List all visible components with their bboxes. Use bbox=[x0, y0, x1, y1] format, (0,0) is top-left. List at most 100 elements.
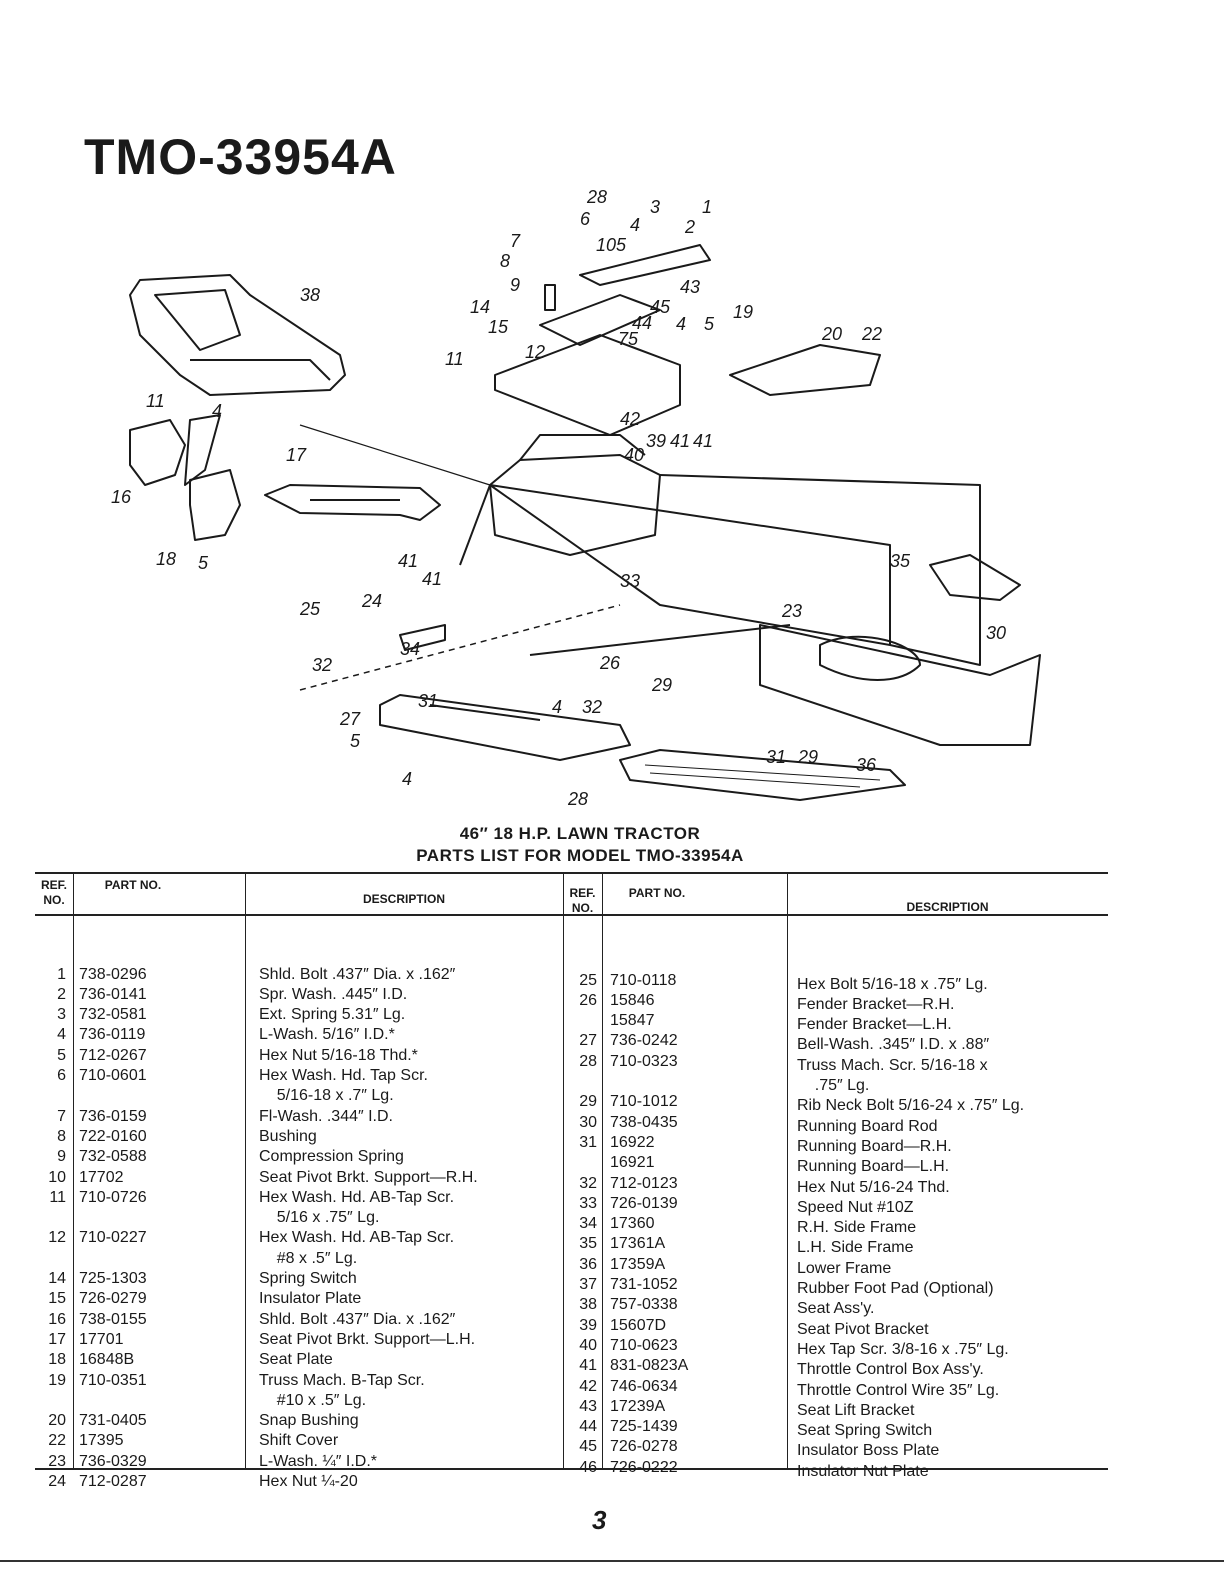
part-cell: 17702 bbox=[79, 1168, 124, 1186]
ref-cell: 38 bbox=[579, 1296, 597, 1314]
part-cell: 746-0634 bbox=[610, 1377, 678, 1395]
ref-cell: 22 bbox=[48, 1432, 66, 1450]
description-cell: Fender Bracket—R.H. bbox=[797, 995, 955, 1013]
callout-number: 41 bbox=[398, 551, 418, 571]
running-board-left-drawing bbox=[379, 694, 631, 761]
part-cell: 736-0119 bbox=[79, 1026, 146, 1044]
callout-number: 16 bbox=[111, 487, 132, 507]
callout-number: 9 bbox=[510, 275, 520, 295]
part-cell bbox=[79, 1208, 239, 1228]
callout-number: 4 bbox=[552, 697, 562, 717]
description-header-right: DESCRIPTION bbox=[906, 900, 989, 914]
description-header-left: DESCRIPTION bbox=[362, 892, 445, 906]
running-board-right-drawing bbox=[929, 554, 1021, 601]
description-cell: Spr. Wash. .445″ I.D. bbox=[259, 985, 408, 1003]
callout-number: 36 bbox=[856, 755, 877, 775]
callout-number: 105 bbox=[596, 235, 627, 255]
ref-cell: 30 bbox=[579, 1113, 597, 1131]
part-cell: 15846 bbox=[610, 991, 655, 1009]
ref-cell: 15 bbox=[48, 1290, 66, 1308]
ref-cell: 35 bbox=[579, 1235, 597, 1253]
ref-cell: 16 bbox=[48, 1310, 66, 1328]
callout-number: 17 bbox=[286, 445, 307, 465]
ref-cell: 4 bbox=[57, 1026, 66, 1044]
ref-cell: 34 bbox=[579, 1215, 597, 1233]
part-cell: 710-0623 bbox=[610, 1336, 678, 1354]
description-cell: Insulator Nut Plate bbox=[797, 1462, 929, 1480]
callout-number: 44 bbox=[632, 313, 652, 333]
callout-number: 11 bbox=[146, 391, 165, 411]
ref-cell: 1 bbox=[57, 965, 66, 983]
part-cell: 736-0329 bbox=[79, 1452, 147, 1470]
description-cell: Running Board Rod bbox=[797, 1117, 938, 1135]
callout-number: 35 bbox=[890, 551, 911, 571]
part-cell: 831-0823A bbox=[610, 1357, 689, 1375]
callout-number: 5 bbox=[198, 553, 209, 573]
ref-cell: 2 bbox=[57, 985, 66, 1003]
part-cell: 17395 bbox=[79, 1432, 124, 1450]
ref-cell bbox=[35, 1391, 66, 1411]
callout-number: 22 bbox=[861, 324, 882, 344]
description-cell: Seat Lift Bracket bbox=[797, 1401, 915, 1419]
part-cell: 17701 bbox=[79, 1330, 124, 1348]
description-cell: #10 x .5″ Lg. bbox=[259, 1391, 367, 1409]
callout-number: 40 bbox=[624, 445, 644, 465]
part-cell: 731-0405 bbox=[79, 1412, 147, 1430]
part-cell: 738-0155 bbox=[79, 1310, 147, 1328]
part-cell: 738-0435 bbox=[610, 1113, 678, 1131]
part-cell: 726-0279 bbox=[79, 1290, 147, 1308]
callout-number: 30 bbox=[986, 623, 1006, 643]
callout-number: 11 bbox=[445, 349, 464, 369]
part-header-right: PART NO. bbox=[628, 886, 686, 900]
part-cell bbox=[79, 1086, 239, 1106]
description-cell: Lower Frame bbox=[797, 1259, 892, 1277]
description-cell: #8 x .5″ Lg. bbox=[259, 1249, 358, 1267]
ref-cell: 33 bbox=[579, 1194, 597, 1212]
callout-number: 41 bbox=[693, 431, 713, 451]
part-cell: 712-0123 bbox=[610, 1174, 678, 1192]
part-cell: 15607D bbox=[610, 1316, 667, 1334]
part-cell: 726-0222 bbox=[610, 1458, 678, 1476]
ref-cell: 37 bbox=[579, 1276, 597, 1294]
description-cell: Hex Tap Scr. 3/8-16 x .75″ Lg. bbox=[797, 1340, 1009, 1358]
callout-number: 29 bbox=[651, 675, 672, 695]
part-cell: 16922 bbox=[610, 1133, 655, 1151]
callout-number: 41 bbox=[422, 569, 442, 589]
part-cell: 15847 bbox=[610, 1012, 655, 1030]
shift-cover-drawing bbox=[729, 344, 881, 396]
part-cell bbox=[79, 1391, 239, 1411]
callout-number: 5 bbox=[350, 731, 361, 751]
callout-number: 5 bbox=[704, 314, 715, 334]
callout-number: 6 bbox=[580, 209, 591, 229]
part-cell: 726-0139 bbox=[610, 1194, 678, 1212]
callout-number: 75 bbox=[618, 329, 639, 349]
model-heading: 46″ 18 H.P. LAWN TRACTOR bbox=[459, 824, 701, 843]
ref-cell: 36 bbox=[579, 1255, 597, 1273]
ref-cell: 26 bbox=[579, 991, 597, 1009]
description-cell: Throttle Control Wire 35″ Lg. bbox=[797, 1381, 1000, 1399]
ref-cell: 41 bbox=[579, 1357, 597, 1375]
exploded-parts-diagram: 28 6 7 8 9 11 105 3 4 2 1 45 43 14 15 44… bbox=[111, 187, 1041, 809]
callout-number: 42 bbox=[620, 409, 640, 429]
callout-number: 25 bbox=[299, 599, 321, 619]
description-cell: Running Board—L.H. bbox=[797, 1158, 950, 1176]
description-cell: Snap Bushing bbox=[259, 1412, 359, 1430]
callout-number: 2 bbox=[684, 217, 695, 237]
description-cell: Running Board—R.H. bbox=[797, 1137, 952, 1155]
ref-cell: 12 bbox=[48, 1229, 66, 1247]
ref-cell bbox=[563, 1072, 597, 1092]
part-cell bbox=[610, 1072, 780, 1092]
ref-cell: 3 bbox=[57, 1006, 66, 1024]
callout-number: 19 bbox=[733, 302, 753, 322]
ref-header-right: REF. NO. bbox=[569, 886, 596, 915]
description-cell: L.H. Side Frame bbox=[797, 1239, 914, 1257]
ref-cell: 14 bbox=[48, 1270, 66, 1288]
seat-pivot-bracket-drawing bbox=[264, 484, 441, 521]
callout-number: 43 bbox=[680, 277, 700, 297]
part-cell: 17239A bbox=[610, 1397, 666, 1415]
callout-number: 27 bbox=[339, 709, 361, 729]
description-cell: Seat Plate bbox=[259, 1351, 333, 1369]
callout-number: 41 bbox=[670, 431, 690, 451]
callout-number: 24 bbox=[361, 591, 382, 611]
parts-table: REF. NO. PART NO. DESCRIPTION REF. NO. P… bbox=[35, 872, 1108, 1490]
